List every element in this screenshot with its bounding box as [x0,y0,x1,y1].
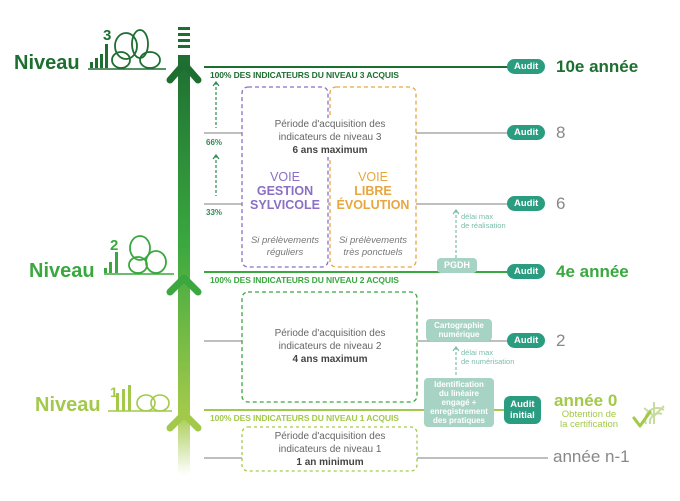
trees-large-icon: 3 [88,24,168,72]
level3-period-text: Période d'acquisition des indicateurs de… [250,118,410,157]
timeline-arrow-shaft [178,55,190,475]
voie-libre-sub: Si prélèvements très ponctuels [332,235,414,259]
pgdh-box: PGDH [437,258,477,273]
period3-line2: indicateurs de niveau 3 [278,132,382,143]
carto-note-line2: de numérisation [461,357,515,366]
trees-small-icon: 1 [108,383,174,413]
voie-gestion-sub1: Si prélèvements [250,235,320,246]
trees-medium-icon: 2 [104,232,176,276]
audit-badge-4[interactable]: Audit [507,264,546,279]
svg-text:1: 1 [110,384,118,400]
voie-gestion-sub: Si prélèvements réguliers [244,235,326,259]
arrow-chevron-2 [166,274,202,296]
certification-line1: Obtention de [561,409,617,420]
period2-line1: Période d'acquisition des [274,328,386,339]
arrow-top-dashes [178,27,190,48]
period2-duration: 4 ans maximum [292,354,368,365]
cartographie-box: Cartographie numérique [426,319,492,341]
certification-line2: la certification [559,419,619,430]
carto-line1: Cartographie [434,321,484,330]
pgdh-note-line2: de réalisation [461,221,506,230]
level3-label: Niveau [14,52,80,75]
ident-line5: des pratiques [432,416,485,425]
acquisition-level1: 100% DES INDICATEURS DU NIVEAU 1 ACQUIS [210,413,399,423]
year-4: 4e année [556,262,629,281]
audit-badge-2[interactable]: Audit [507,333,546,348]
level2-prefix: Niveau [29,260,95,282]
voie-gestion-line2: GESTION [256,184,314,198]
certification-check-icon [632,400,668,430]
pgdh-note-line1: délai max [461,212,494,221]
year-2: 2 [556,331,566,350]
period1-line2: indicateurs de niveau 1 [278,444,382,455]
ident-line2: du linéaire [438,389,479,398]
acquisition-level2: 100% DES INDICATEURS DU NIVEAU 2 ACQUIS [210,275,399,285]
voie-libre-sub1: Si prélèvements [338,235,408,246]
level1-prefix: Niveau [35,394,101,416]
voie-libre-line2: LIBRE [354,184,392,198]
ident-line4: enregistrement [430,407,488,416]
voie-libre-sub2: très ponctuels [343,247,403,258]
arrow-chevron-1 [166,410,202,432]
level1-period-text: Période d'acquisition des indicateurs de… [250,430,410,469]
period2-line2: indicateurs de niveau 2 [278,341,382,352]
audit-initial-line2: initial [510,410,535,421]
acquisition-level3: 100% DES INDICATEURS DU NIVEAU 3 ACQUIS [210,70,399,80]
ident-line1: Identification [434,380,484,389]
voie-libre-title: VOIE LIBRE ÉVOLUTION [332,170,414,212]
certification-text: Obtention de la certification [553,410,625,430]
year-10: 10e année [556,57,639,76]
voie-gestion-line1: VOIE [270,170,300,184]
arrow-chevron-3 [166,60,202,84]
svg-text:2: 2 [110,237,118,254]
voie-gestion-line3: SYLVICOLE [250,198,320,212]
carto-line2: numérique [438,330,480,339]
period1-duration: 1 an minimum [296,457,364,468]
voie-libre-line1: VOIE [358,170,388,184]
carto-note-line1: délai max [461,348,494,357]
percent-33: 33% [206,208,223,217]
pgdh-note: délai max de réalisation [461,212,506,230]
year-6: 6 [556,194,566,213]
voie-gestion-title: VOIE GESTION SYLVICOLE [244,170,326,212]
carto-note: délai max de numérisation [461,348,514,366]
voie-gestion-sub2: réguliers [266,247,304,258]
audit-badge-8[interactable]: Audit [507,125,546,140]
ident-line3: engagé + [441,398,477,407]
level2-label: Niveau [29,260,95,283]
year-8: 8 [556,123,566,142]
level2-period-text: Période d'acquisition des indicateurs de… [250,327,410,366]
audit-badge-6[interactable]: Audit [507,196,546,211]
period3-line1: Période d'acquisition des [274,119,386,130]
level1-label: Niveau [35,394,101,417]
period3-duration: 6 ans maximum [292,145,368,156]
year-0: année 0 [554,391,618,410]
audit-initial-badge[interactable]: Audit initial [504,396,541,424]
audit-badge-10[interactable]: Audit [507,59,546,74]
percent-66: 66% [206,138,223,147]
audit-initial-line1: Audit [510,399,535,410]
period1-line1: Période d'acquisition des [274,431,386,442]
identification-box: Identification du linéaire engagé + enre… [424,378,494,427]
level3-prefix: Niveau [14,52,80,74]
voie-libre-line3: ÉVOLUTION [336,198,410,212]
year-n-minus-1: année n-1 [553,447,630,466]
svg-text:3: 3 [103,27,111,44]
